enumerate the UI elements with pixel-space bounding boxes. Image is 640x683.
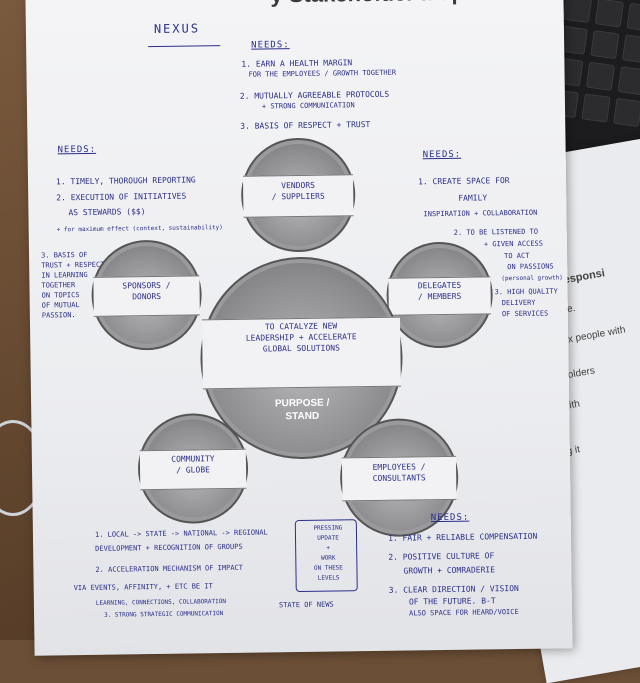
right-need-1b: FAMILY	[458, 193, 488, 203]
key	[590, 29, 620, 60]
bottom-right-needs-label: NEEDS:	[430, 512, 470, 524]
right-need-2c: TO ACT	[504, 251, 530, 261]
bottom-right-need-2b: GROWTH + COMRADERIE	[403, 565, 496, 576]
nexus-needs-label: NEEDS:	[251, 40, 290, 51]
sheet-title: y Stakeholder Map	[270, 0, 465, 8]
key	[621, 34, 640, 64]
bracket-line: +	[326, 544, 331, 552]
employees-line: CONSULTANTS	[372, 473, 426, 483]
right-need-2e: (personal growth)	[501, 274, 563, 283]
vendors-circle: VENDORS / SUPPLIERS	[240, 137, 357, 253]
bracket-line: WORK	[321, 554, 336, 562]
bottom-right-need-1: 1. FAIR + RELIABLE COMPENSATION	[387, 531, 538, 543]
bracket-note: PRESSING UPDATE + WORK ON THESE LEVELS	[303, 523, 354, 584]
state-of-news: STATE OF NEWS	[278, 600, 334, 610]
key	[563, 0, 593, 24]
left-need-3-line: TRUST + RESPECT	[41, 260, 105, 270]
bottom-left-need-1b: DEVELOPMENT + RECOGNITION OF GROUPS	[95, 542, 243, 553]
sponsors-label: SPONSORS / DONORS	[93, 279, 199, 302]
nexus-need-3: 3. BASIS OF RESPECT + TRUST	[240, 119, 371, 131]
bottom-left-need-3: 3. STRONG STRATEGIC COMMUNICATION	[104, 610, 224, 619]
purpose-line: STAND	[285, 410, 320, 423]
key	[581, 93, 611, 123]
nexus-underline	[148, 45, 221, 48]
bottom-right-need-2: 2. POSITIVE CULTURE OF	[388, 551, 495, 562]
right-need-1c: INSPIRATION + COLLABORATION	[423, 208, 538, 219]
nexus-label: NEXUS	[153, 21, 201, 36]
center-label: TO CATALYZE NEW LEADERSHIP + ACCELERATE …	[202, 320, 400, 356]
key	[626, 2, 640, 33]
key	[594, 0, 625, 28]
right-need-3b: DELIVERY	[501, 298, 536, 308]
bracket-line: ON THESE	[313, 564, 343, 572]
right-need-2b: + GIVEN ACCESS	[483, 239, 544, 249]
vendors-line: / SUPPLIERS	[271, 191, 325, 202]
right-need-2: 2. TO BE LISTENED TO	[453, 227, 539, 237]
left-need-2b: AS STEWARDS ($$)	[68, 207, 146, 218]
nexus-need-1b: FOR THE EMPLOYEES / GROWTH TOGETHER	[248, 68, 397, 79]
stakeholder-map-sheet: y Stakeholder Map NEXUS NEEDS: 1. EARN A…	[25, 0, 573, 656]
key	[585, 61, 616, 92]
community-circle: COMMUNITY / GLOBE	[137, 412, 249, 525]
delegates-line: / MEMBERS	[417, 291, 462, 302]
bottom-left-need-2: 2. ACCELERATION MECHANISM OF IMPACT	[95, 563, 243, 574]
bottom-left-need-2b: VIA EVENTS, AFFINITY, + ETC BE IT	[73, 582, 213, 593]
bottom-right-need-3: 3. CLEAR DIRECTION / VISION	[388, 583, 519, 595]
right-need-3: 3. HIGH QUALITY	[494, 287, 558, 297]
community-label: COMMUNITY / GLOBE	[140, 453, 246, 476]
nexus-need-2b: + STRONG COMMUNICATION	[261, 101, 355, 111]
key	[617, 66, 640, 96]
sponsors-circle: SPONSORS / DONORS	[90, 239, 203, 351]
sponsors-line: DONORS	[132, 291, 162, 302]
right-need-1: 1. CREATE SPACE FOR	[417, 176, 510, 187]
left-need-2: 2. EXECUTION OF INITIATIVES	[56, 191, 187, 203]
employees-label: EMPLOYEES / CONSULTANTS	[342, 461, 456, 485]
left-needs-label: NEEDS:	[57, 144, 97, 156]
right-need-3c: OF SERVICES	[501, 309, 549, 319]
bracket-line: LEVELS	[317, 574, 340, 582]
purpose-stand-label: PURPOSE / STAND	[203, 396, 401, 425]
key	[613, 97, 640, 128]
vendors-label: VENDORS / SUPPLIERS	[243, 179, 353, 203]
delegates-circle: DELEGATES / MEMBERS	[385, 241, 494, 349]
right-need-2d: ON PASSIONS	[507, 262, 554, 272]
community-line: / GLOBE	[176, 465, 210, 475]
delegates-label: DELEGATES / MEMBERS	[388, 279, 490, 302]
left-need-2c: + for maximum effect (context, sustainab…	[56, 224, 223, 234]
left-need-1: 1. TIMELY, THOROUGH REPORTING	[55, 175, 196, 187]
bottom-right-need-3c: ALSO SPACE FOR HEARD/VOICE	[409, 607, 519, 618]
right-needs-label: NEEDS:	[422, 149, 462, 161]
bottom-left-need-2c: LEARNING, CONNECTIONS, COLLABORATION	[95, 598, 226, 607]
bottom-right-need-3b: OF THE FUTURE. B-T	[408, 596, 496, 607]
bottom-left-need-1: 1. LOCAL -> STATE -> NATIONAL -> REGIONA…	[94, 528, 268, 539]
